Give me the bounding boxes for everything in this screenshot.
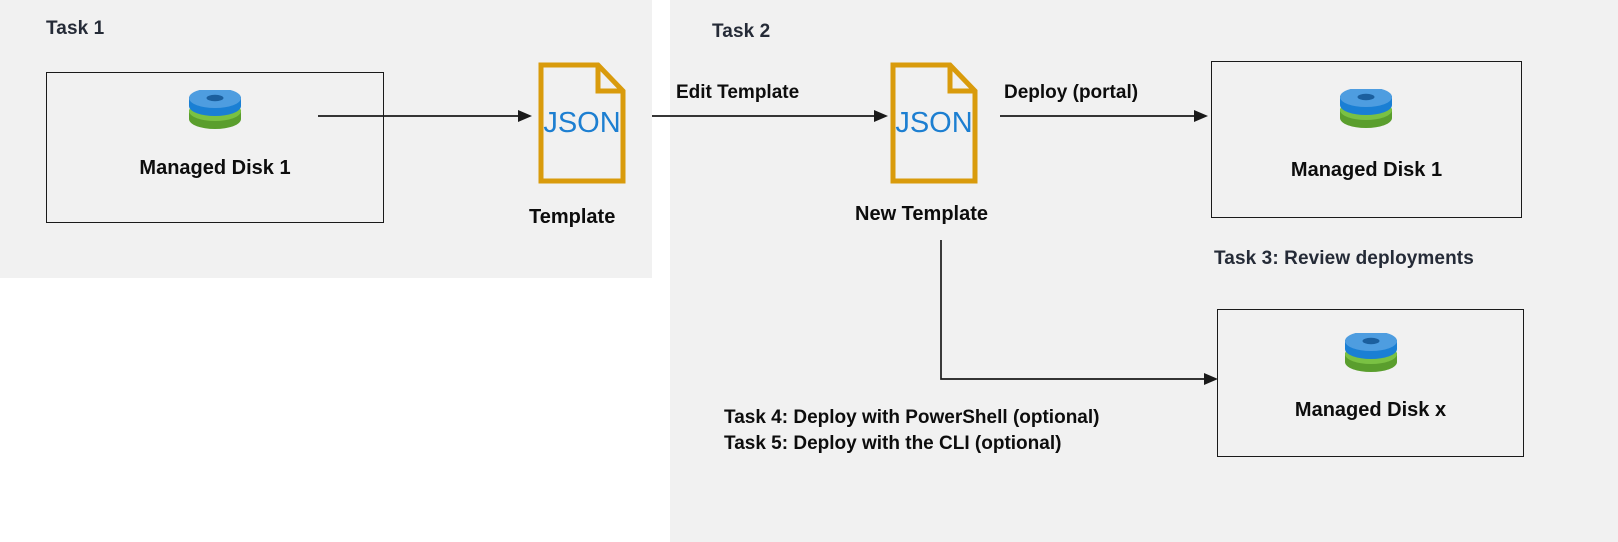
task1-label: Task 1 bbox=[46, 18, 105, 39]
json-file-icon[interactable]: JSON bbox=[538, 62, 626, 184]
portal-managed-disk-caption: Managed Disk 1 bbox=[1290, 159, 1443, 181]
json-file-type-text: JSON bbox=[895, 107, 972, 139]
new-template-caption: New Template bbox=[855, 203, 988, 225]
scripted-managed-disk-caption: Managed Disk x bbox=[1294, 399, 1447, 421]
export-template-arrow bbox=[318, 110, 532, 122]
edit-template-edge-label: Edit Template bbox=[676, 82, 800, 103]
deploy-portal-edge-label: Deploy (portal) bbox=[1004, 82, 1139, 103]
json-file-type-text: JSON bbox=[543, 107, 620, 139]
deploy-script-elbow-arrow bbox=[940, 240, 1218, 385]
managed-disk-icon bbox=[1345, 333, 1397, 372]
managed-disk-icon bbox=[189, 90, 241, 129]
task4-note-line: Task 4: Deploy with PowerShell (optional… bbox=[724, 407, 1100, 428]
source-managed-disk-box[interactable] bbox=[46, 72, 384, 223]
template-caption: Template bbox=[529, 206, 616, 228]
edit-template-arrow bbox=[652, 110, 888, 122]
task2-panel bbox=[670, 0, 1618, 542]
managed-disk-icon bbox=[1340, 89, 1392, 128]
scripted-managed-disk-box[interactable] bbox=[1217, 309, 1524, 457]
task2-label: Task 2 bbox=[712, 21, 771, 42]
json-file-icon[interactable]: JSON bbox=[890, 62, 978, 184]
task3-label: Task 3: Review deployments bbox=[1214, 248, 1474, 269]
deploy-portal-arrow bbox=[1000, 110, 1208, 122]
task5-note-line: Task 5: Deploy with the CLI (optional) bbox=[724, 433, 1062, 455]
portal-managed-disk-box[interactable] bbox=[1211, 61, 1522, 218]
task45-note: Task 4: Deploy with PowerShell (optional… bbox=[724, 405, 1099, 457]
source-managed-disk-caption: Managed Disk 1 bbox=[139, 157, 291, 179]
